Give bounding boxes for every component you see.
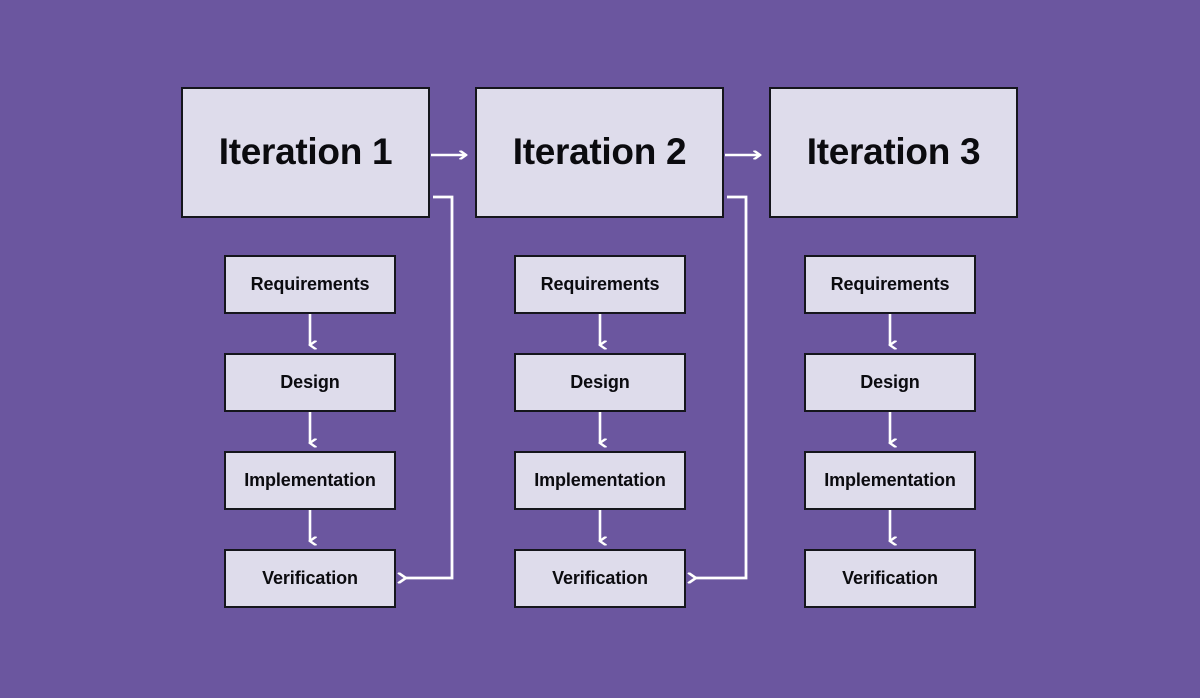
phase-label-design-3: Design bbox=[860, 371, 920, 392]
phase-label-verification-2: Verification bbox=[552, 567, 648, 588]
iteration-box-2[interactable]: Iteration 2 bbox=[475, 87, 724, 218]
phase-box-requirements-1[interactable]: Requirements bbox=[224, 255, 396, 314]
phase-label-requirements-1: Requirements bbox=[250, 273, 370, 294]
phase-box-requirements-3[interactable]: Requirements bbox=[804, 255, 976, 314]
phase-label-design-2: Design bbox=[570, 371, 630, 392]
feedback-loop-iteration-1 bbox=[406, 195, 454, 578]
phase-label-implementation-3: Implementation bbox=[824, 469, 956, 490]
phase-label-requirements-3: Requirements bbox=[830, 273, 950, 294]
phase-box-implementation-2[interactable]: Implementation bbox=[514, 451, 686, 510]
phase-box-verification-1[interactable]: Verification bbox=[224, 549, 396, 608]
feedback-loop-iteration-2 bbox=[696, 195, 748, 578]
phase-label-implementation-1: Implementation bbox=[244, 469, 376, 490]
iteration-box-3[interactable]: Iteration 3 bbox=[769, 87, 1018, 218]
phase-label-requirements-2: Requirements bbox=[540, 273, 660, 294]
iteration-box-1[interactable]: Iteration 1 bbox=[181, 87, 430, 218]
phase-label-verification-1: Verification bbox=[262, 567, 358, 588]
phase-box-implementation-1[interactable]: Implementation bbox=[224, 451, 396, 510]
iteration-box-1-label: Iteration 1 bbox=[218, 131, 393, 173]
phase-label-implementation-2: Implementation bbox=[534, 469, 666, 490]
feedback-loop-arrows bbox=[406, 195, 748, 578]
phase-box-requirements-2[interactable]: Requirements bbox=[514, 255, 686, 314]
phase-box-design-3[interactable]: Design bbox=[804, 353, 976, 412]
phase-box-design-2[interactable]: Design bbox=[514, 353, 686, 412]
phase-label-verification-3: Verification bbox=[842, 567, 938, 588]
phase-box-verification-3[interactable]: Verification bbox=[804, 549, 976, 608]
phase-box-verification-2[interactable]: Verification bbox=[514, 549, 686, 608]
phase-box-implementation-3[interactable]: Implementation bbox=[804, 451, 976, 510]
phase-box-design-1[interactable]: Design bbox=[224, 353, 396, 412]
phase-label-design-1: Design bbox=[280, 371, 340, 392]
iteration-box-2-label: Iteration 2 bbox=[512, 131, 687, 173]
iteration-box-3-label: Iteration 3 bbox=[806, 131, 981, 173]
